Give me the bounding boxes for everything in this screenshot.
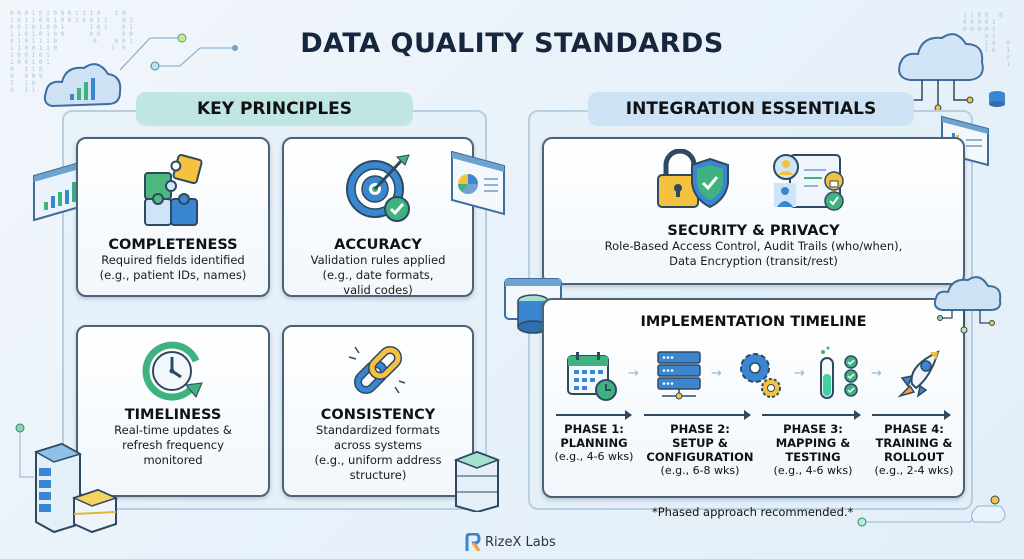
card-title: COMPLETENESS [108, 237, 238, 253]
puzzle-icon [141, 153, 205, 235]
server-tower-icon [28, 440, 123, 544]
card-line: (e.g., date formats, [322, 268, 434, 282]
circuit-lines-bottom-right [857, 495, 1006, 527]
implementation-timeline-card: IMPLEMENTATION TIMELINE [542, 298, 965, 498]
chain-link-icon [343, 337, 413, 407]
security-privacy-card: SECURITY & PRIVACY Role-Based Access Con… [542, 137, 965, 285]
integration-essentials-heading: INTEGRATION ESSENTIALS [588, 92, 914, 126]
card-line: structure) [349, 468, 407, 482]
target-check-icon [343, 153, 413, 229]
clock-refresh-icon [140, 339, 206, 409]
card-line: Standardized formats [316, 423, 440, 437]
brand-logo: RizeX Labs [465, 533, 556, 551]
rizex-logo-icon [465, 533, 481, 551]
card-title: ACCURACY [334, 237, 422, 253]
phase-4-arrow [872, 410, 951, 420]
security-line: Role-Based Access Control, Audit Trails … [604, 239, 903, 253]
server-stack-icon [656, 350, 702, 404]
phase-3: PHASE 3: MAPPING & TESTING (e.g., 4-6 wk… [773, 422, 853, 477]
pie-chart-window-icon [450, 150, 508, 222]
rocket-icon [894, 348, 944, 404]
arrow-icon: → [628, 366, 639, 381]
key-principles-heading: KEY PRINCIPLES [136, 92, 413, 126]
card-title: CONSISTENCY [320, 407, 436, 423]
server-stack-decoration [452, 450, 502, 516]
phase-2: PHASE 2: SETUP & CONFIGURATION (e.g., 6-… [646, 422, 754, 477]
timeline-footnote: *Phased approach recommended.* [652, 505, 854, 519]
circuit-lines-top-left [120, 33, 238, 71]
phase-4: PHASE 4: TRAINING & ROLLOUT (e.g., 2-4 w… [874, 422, 954, 477]
calendar-clock-icon [566, 350, 618, 406]
binary-decoration-left: 0 0 0 1 0 1 0 0 0 1 1 1 0 1 0 1 0 1 1 0 … [10, 10, 133, 94]
consistency-card: CONSISTENCY Standardized formats across … [282, 325, 474, 497]
security-title: SECURITY & PRIVACY [667, 223, 840, 239]
phase-2-arrow [644, 410, 751, 420]
lock-shield-icon [654, 148, 732, 215]
user-access-audit-icon [772, 151, 850, 217]
timeliness-card: TIMELINESS Real-time updates & refresh f… [76, 325, 270, 497]
phase-3-arrow [762, 410, 861, 420]
arrow-icon: → [711, 366, 722, 381]
card-line: across systems [333, 438, 423, 452]
completeness-card: COMPLETENESS Required fields identified … [76, 137, 270, 297]
phase-1-arrow [556, 410, 632, 420]
card-line: Required fields identified [101, 253, 245, 267]
circuit-node-left [15, 423, 34, 478]
cloud-network-icon-small [930, 268, 1010, 344]
phase-1: PHASE 1: PLANNING (e.g., 4-6 wks) [554, 422, 634, 463]
gears-icon [737, 350, 783, 404]
accuracy-card: ACCURACY Validation rules applied (e.g.,… [282, 137, 474, 297]
card-line: valid codes) [343, 283, 413, 297]
card-title: TIMELINESS [124, 407, 222, 423]
brand-name: RizeX Labs [485, 534, 556, 550]
page-title: DATA QUALITY STANDARDS [300, 28, 724, 59]
card-line: monitored [143, 453, 203, 467]
binary-decoration-right: 1 1 0 0 0 0 0 0 0 1 0 0 0 0 1 0 1 1 0 0 … [963, 12, 1010, 68]
arrow-icon: → [794, 366, 805, 381]
timeline-title: IMPLEMENTATION TIMELINE [640, 314, 867, 330]
security-line: Data Encryption (transit/rest) [669, 254, 838, 268]
card-line: Real-time updates & [114, 423, 232, 437]
card-line: (e.g., patient IDs, names) [99, 268, 247, 282]
arrow-icon: → [871, 366, 882, 381]
card-line: refresh frequency [122, 438, 224, 452]
test-tube-checks-icon [817, 346, 863, 406]
cloud-chart-icon [40, 50, 125, 124]
card-line: (e.g., uniform address [314, 453, 442, 467]
card-line: Validation rules applied [310, 253, 446, 267]
